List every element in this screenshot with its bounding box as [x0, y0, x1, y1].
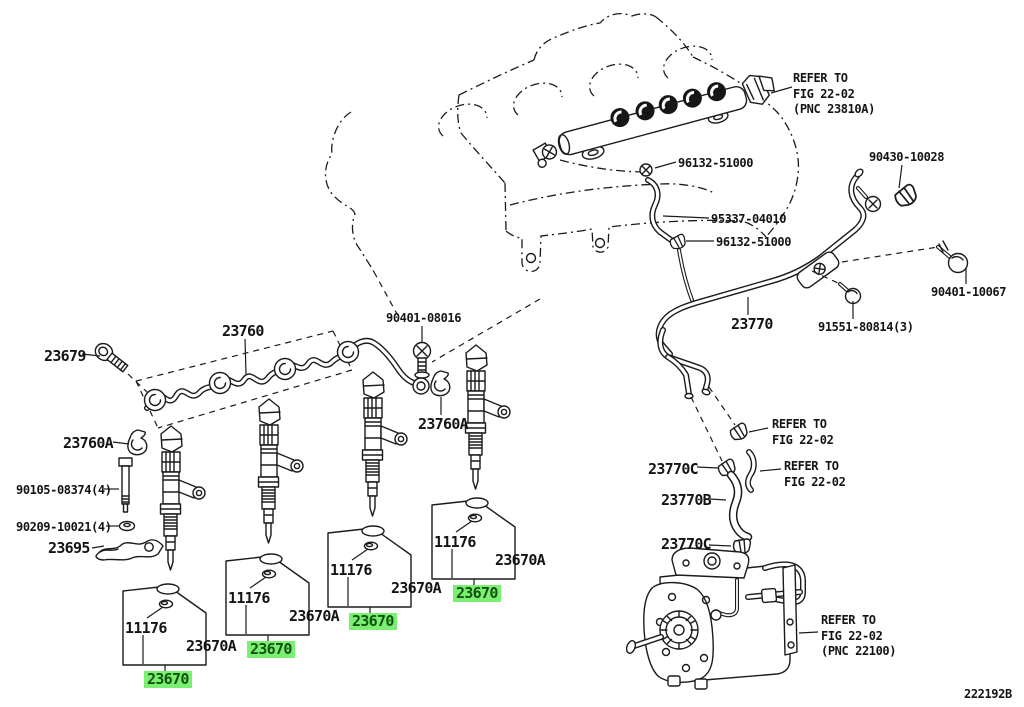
injector-3 — [361, 371, 408, 517]
rail-inlet-fitting — [532, 142, 558, 168]
part-label-11176-1: 11176 — [125, 619, 167, 637]
part-label-91551-80814: 91551-80814(3) — [818, 320, 914, 334]
part-label-footer-code: 222192B — [964, 687, 1012, 701]
clamp-23760A-left — [127, 429, 148, 456]
part-label-11176-2: 11176 — [228, 589, 270, 607]
assembly-dash-23679 — [127, 373, 149, 394]
bolt-23679 — [94, 342, 129, 373]
part-label-23679: 23679 — [44, 347, 86, 365]
injector-1 — [159, 425, 206, 571]
hose-chain-23770 — [690, 386, 757, 578]
stud-90105-08374 — [118, 457, 133, 513]
assembly-dash-10067 — [841, 246, 939, 263]
part-label-23760A-mid: 23760A — [418, 415, 469, 433]
part-label-90401-10067: 90401-10067 — [931, 285, 1007, 299]
part-label-23770B: 23770B — [661, 491, 712, 509]
nut-90209-10021 — [118, 520, 136, 532]
part-label-11176-3: 11176 — [330, 561, 372, 579]
part-label-90209-10021: 90209-10021(4) — [16, 520, 112, 534]
fuel-pipe-23770 — [655, 168, 867, 400]
part-label-90401-08016: 90401-08016 — [386, 311, 462, 325]
part-label-90430-10028: 90430-10028 — [869, 150, 945, 164]
part-label-23670A-4: 23670A — [495, 551, 546, 569]
part-label-23670-1: 23670 — [144, 671, 192, 688]
supply-pump — [625, 547, 806, 690]
refer-note-refer-clamp: REFER TO FIG 22-02 — [772, 417, 834, 447]
clamp-23760A-mid — [430, 370, 451, 397]
refer-note-refer-rail: REFER TO FIG 22-02 (PNC 23810A) — [793, 71, 875, 116]
fuel-rail — [532, 74, 775, 168]
part-label-90105-08374: 90105-08374(4) — [16, 483, 112, 497]
assembly-dash-91551 — [811, 270, 841, 285]
part-label-96132-51000-top: 96132-51000 — [678, 156, 754, 170]
part-label-23670-4: 23670 — [453, 585, 501, 602]
part-label-23670A-1: 23670A — [186, 637, 237, 655]
hose-95337-04010 — [639, 163, 694, 302]
rail-end-sensor — [741, 74, 775, 105]
part-label-23760: 23760 — [222, 322, 264, 340]
part-label-23770C-2: 23770C — [661, 535, 712, 553]
injection-pipe-23760 — [135, 330, 430, 429]
part-label-23760A-left: 23760A — [63, 434, 114, 452]
part-label-96132-51000-bottom: 96132-51000 — [716, 235, 792, 249]
engine-outline — [324, 12, 800, 363]
clamp-23695 — [95, 539, 164, 561]
clamp-90430-10028 — [856, 182, 921, 213]
refer-note-refer-hose: REFER TO FIG 22-02 — [784, 459, 846, 489]
injector-4 — [464, 344, 511, 490]
part-label-23670A-3: 23670A — [391, 579, 442, 597]
bolt-91551-80814 — [838, 282, 862, 305]
refer-note-refer-pump: REFER TO FIG 22-02 (PNC 22100) — [821, 613, 897, 658]
part-label-23770: 23770 — [731, 315, 773, 333]
part-label-23695: 23695 — [48, 539, 90, 557]
part-label-23770C-1: 23770C — [648, 460, 699, 478]
part-label-23670-3: 23670 — [349, 613, 397, 630]
leader-lines — [81, 86, 967, 634]
injector-2 — [257, 398, 304, 544]
part-label-95337-04010: 95337-04010 — [711, 212, 787, 226]
bolt-90401-10067 — [936, 240, 969, 274]
part-label-11176-4: 11176 — [434, 533, 476, 551]
bolt-90401-08016 — [412, 341, 432, 379]
part-label-23670-2: 23670 — [247, 641, 295, 658]
part-label-23670A-2: 23670A — [289, 607, 340, 625]
